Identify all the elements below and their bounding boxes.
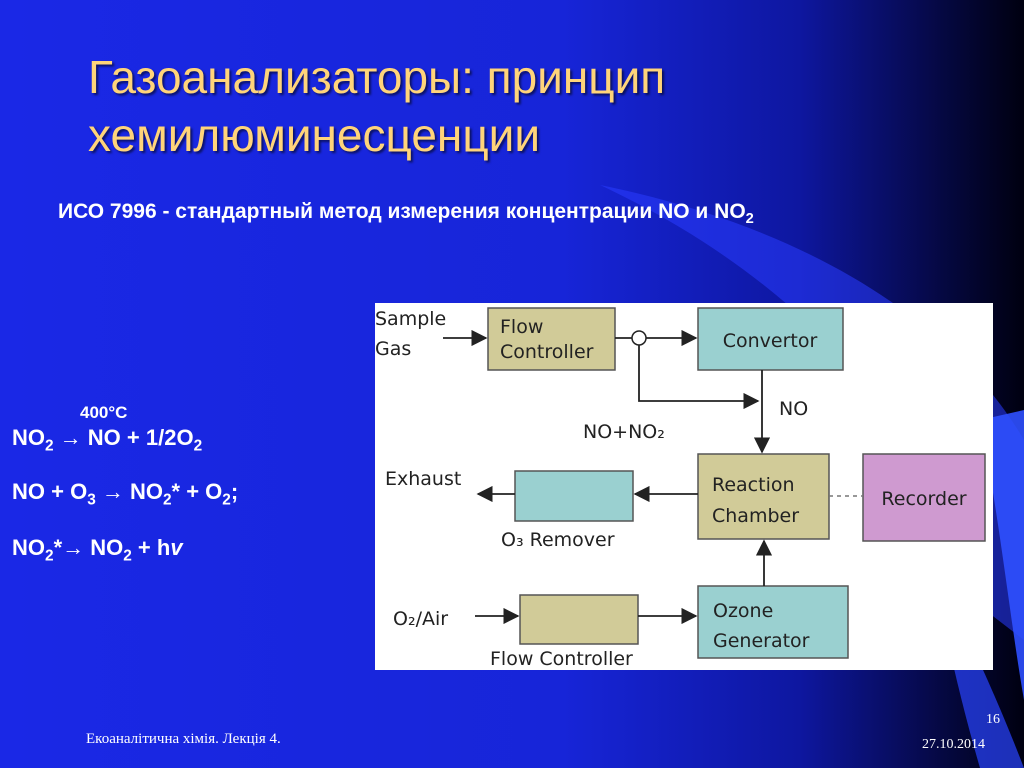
- title-line-1: Газоанализаторы: принцип: [88, 51, 666, 103]
- bypass-line: [638, 345, 760, 410]
- o2-air-label: O₂/Air: [393, 608, 448, 630]
- eq2-sub: 2: [222, 491, 231, 509]
- subtitle-subscript: 2: [745, 211, 754, 228]
- reaction-chamber-label: Chamber: [712, 505, 799, 527]
- eq2-sub: 3: [87, 491, 96, 509]
- reaction-chamber-label: Reaction: [712, 474, 795, 496]
- convertor-box: [697, 307, 844, 371]
- split-valve-icon: [631, 330, 647, 346]
- eq3-sub: 2: [45, 547, 54, 565]
- eq1-part: → NO + 1/2O: [53, 425, 194, 450]
- equation-1: NO2 → NO + 1/2O2: [12, 425, 203, 455]
- flow-controller-box: [487, 307, 616, 371]
- eq2-part: * + O: [171, 479, 223, 504]
- ozone-generator-label: Generator: [713, 630, 810, 652]
- footer-course: Екоаналітична хімія. Лекція 4.: [86, 731, 281, 747]
- flow-controller-label: Controller: [500, 341, 594, 363]
- sample-gas-label: Sample: [375, 308, 446, 330]
- eq3-part: NO: [12, 535, 45, 560]
- ozone-generator-label: Ozone: [713, 600, 773, 622]
- flow-controller-bottom-label: Flow Controller: [490, 648, 633, 670]
- eq3-part: *→ NO: [53, 535, 124, 560]
- ozone-generator-box: [697, 585, 849, 659]
- flow-controller-label: Flow: [500, 316, 543, 338]
- convertor-label: Convertor: [723, 330, 818, 352]
- recorder-label: Recorder: [881, 488, 966, 510]
- reaction-chamber-box: [697, 453, 830, 540]
- o3-remover-label: O₃ Remover: [501, 529, 615, 551]
- eq2-part: NO + O: [12, 479, 88, 504]
- eq1-sub: 2: [45, 437, 54, 455]
- eq1-part: NO: [12, 425, 45, 450]
- chemiluminescence-diagram: Sample Gas Flow Controller Convertor NO …: [375, 303, 993, 670]
- recorder-box: [862, 453, 986, 542]
- flow-controller-bottom-box: [519, 594, 639, 645]
- eq3-sub: 2: [123, 547, 132, 565]
- o3-remover-box: [514, 470, 634, 522]
- standard-subtitle: ИСО 7996 - стандартный метод измерения к…: [58, 200, 754, 228]
- eq2-part: ;: [230, 479, 239, 504]
- slide-title: Газоанализаторы: принцип хемилюминесценц…: [88, 48, 665, 164]
- eq2-sub: 2: [162, 491, 172, 509]
- exhaust-label: Exhaust: [385, 468, 461, 490]
- subtitle-text: ИСО 7996 - стандартный метод измерения к…: [58, 200, 746, 223]
- title-line-2: хемилюминесценции: [88, 109, 541, 161]
- eq1-sub: 2: [193, 437, 203, 455]
- page-number: 16: [986, 712, 1000, 727]
- no-label: NO: [779, 398, 808, 420]
- eq2-part: → NO: [95, 479, 163, 504]
- equation-2: NO + O3 → NO2* + O2;: [12, 479, 239, 509]
- eq3-part: + h: [131, 535, 171, 560]
- equation-3: NO2*→ NO2 + hv: [12, 535, 183, 565]
- no-no2-label: NO+NO₂: [583, 421, 665, 443]
- slide-date: 27.10.2014: [922, 737, 985, 752]
- eq3-nu: v: [170, 535, 183, 560]
- temperature-condition: 400°C: [80, 403, 128, 422]
- sample-gas-label: Gas: [375, 338, 411, 360]
